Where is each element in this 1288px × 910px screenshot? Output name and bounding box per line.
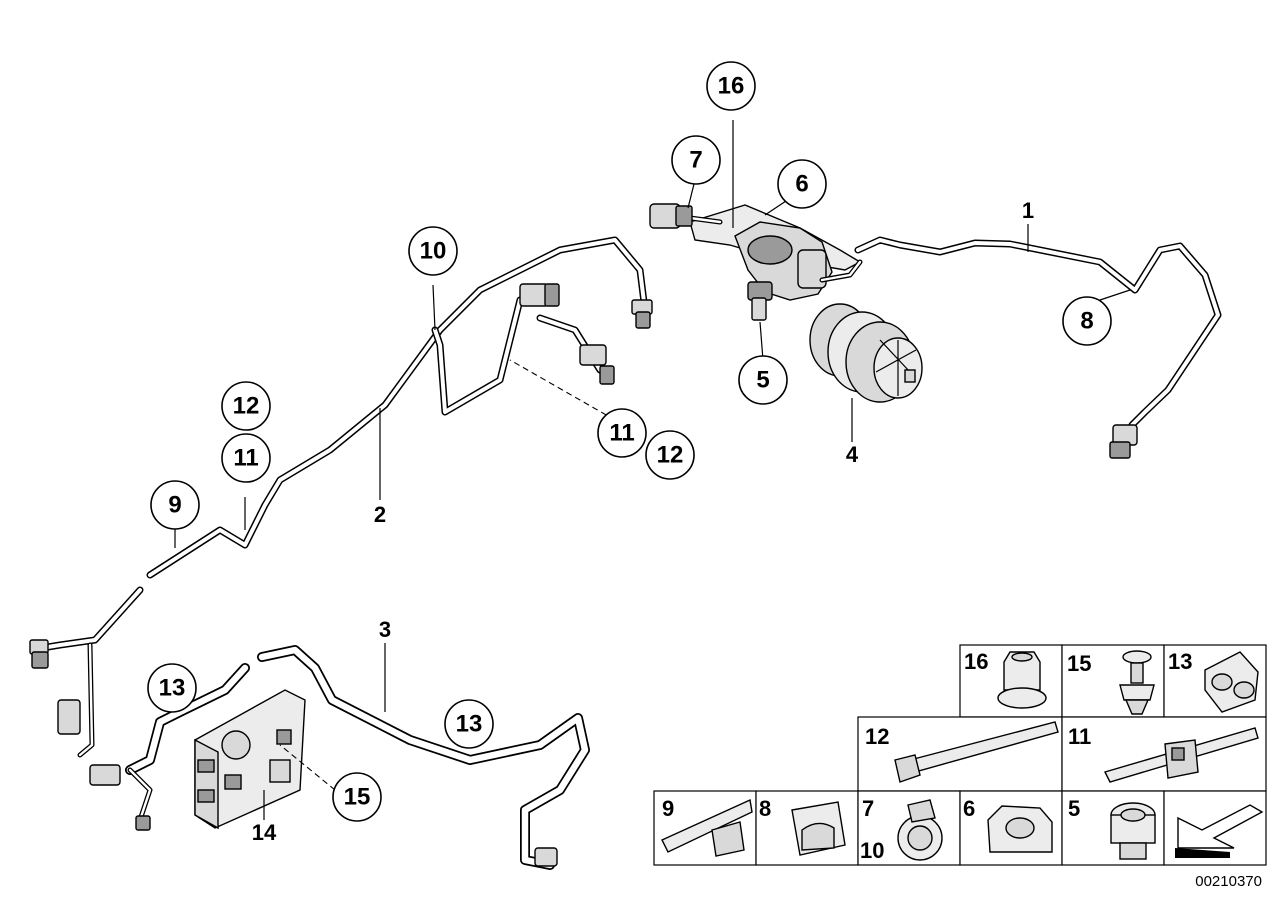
arrow-symbol-icon (1175, 804, 1264, 858)
callout-12-right: 12 (645, 430, 695, 480)
filter (809, 303, 923, 403)
svg-text:11: 11 (609, 420, 634, 447)
nut-icon (997, 651, 1047, 709)
ring-clamp-icon (897, 799, 943, 861)
table-num-7: 7 (862, 796, 874, 821)
label-4: 4 (846, 442, 859, 467)
svg-text:8: 8 (1080, 308, 1093, 335)
table-num-8: 8 (759, 796, 771, 821)
table-num-5: 5 (1068, 796, 1080, 821)
table-num-11: 11 (1068, 724, 1091, 749)
strap-holder-icon (661, 798, 753, 857)
callout-11-left: 11 (221, 433, 271, 483)
hose-clip-icon (1204, 651, 1259, 713)
table-num-13: 13 (1168, 649, 1192, 674)
label-2: 2 (374, 502, 386, 527)
pump-assembly (649, 203, 863, 321)
table-num-6: 6 (963, 796, 975, 821)
hose-clamp-icon (791, 801, 846, 856)
callout-8: 8 (1062, 296, 1112, 346)
line-2 (29, 236, 653, 758)
line-1-connector (1109, 424, 1138, 459)
svg-text:11: 11 (233, 445, 258, 472)
table-num-16: 16 (964, 649, 988, 674)
callout-7: 7 (671, 135, 721, 185)
callout-9: 9 (150, 480, 200, 530)
callout-15: 15 (332, 772, 382, 822)
callout-10: 10 (408, 226, 458, 276)
holder-clip-icon (987, 805, 1053, 853)
callout-13-left: 13 (147, 663, 197, 713)
table-num-15: 15 (1067, 651, 1091, 676)
callout-12-left: 12 (221, 381, 271, 431)
svg-text:13: 13 (456, 711, 483, 738)
svg-text:15: 15 (344, 784, 371, 811)
expanding-rivet-icon (1119, 650, 1155, 715)
document-number: 00210370 (1195, 873, 1262, 890)
holder-14 (194, 689, 306, 830)
svg-text:5: 5 (756, 367, 769, 394)
parts-table: 16 15 13 12 11 9 8 7 10 6 5 (653, 644, 1267, 866)
svg-text:6: 6 (795, 171, 808, 198)
svg-text:13: 13 (159, 675, 186, 702)
callout-11-right: 11 (597, 408, 647, 458)
svg-text:12: 12 (657, 442, 684, 469)
cable-tie-icon (894, 721, 1059, 783)
leader-11-12 (509, 359, 616, 421)
svg-text:12: 12 (233, 393, 260, 420)
cable-tie-clip-icon (1103, 727, 1259, 783)
label-1: 1 (1022, 198, 1034, 223)
callout-6: 6 (777, 159, 827, 209)
callout-16: 16 (706, 61, 756, 111)
label-14: 14 (252, 820, 277, 845)
svg-text:16: 16 (718, 73, 745, 100)
svg-text:7: 7 (689, 147, 702, 174)
label-3: 3 (379, 617, 391, 642)
table-num-12: 12 (865, 724, 889, 749)
svg-text:10: 10 (420, 238, 447, 265)
callout-5: 5 (738, 355, 788, 405)
line-1 (854, 236, 1222, 459)
table-num-9: 9 (662, 796, 674, 821)
callout-13-right: 13 (444, 699, 494, 749)
grommet-icon (1110, 802, 1156, 860)
line-3 (89, 645, 590, 870)
svg-text:9: 9 (168, 492, 181, 519)
table-num-10: 10 (860, 838, 884, 863)
